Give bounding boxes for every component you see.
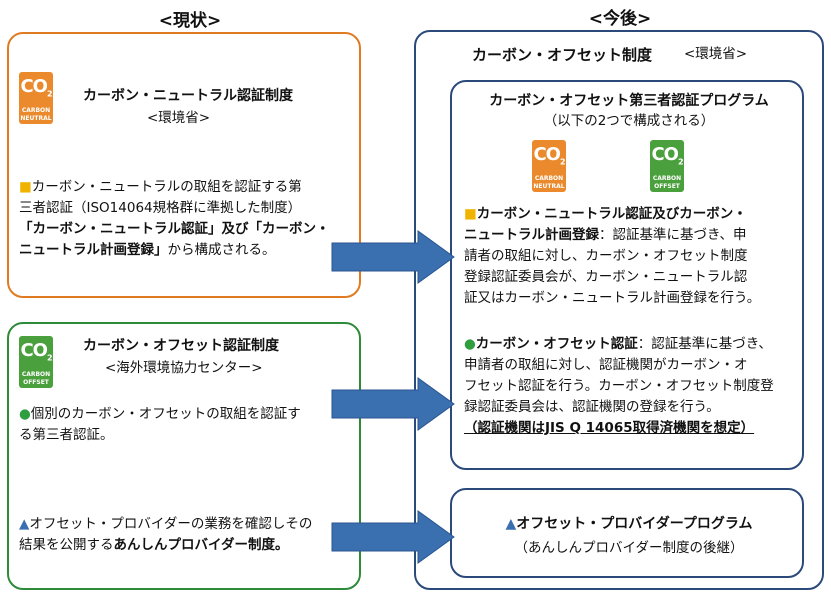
program-title: カーボン・オフセット第三者認証プログラム: [489, 93, 769, 109]
triangle-bullet-icon: ▲: [19, 516, 30, 532]
carbon-offset-logo-icon: CO2 CARBON OFFSET: [650, 140, 684, 192]
third-party-program-box: カーボン・オフセット第三者認証プログラム （以下の2つで構成される） CO2 C…: [450, 80, 804, 470]
arrow-offset-to-program-icon: [331, 377, 455, 431]
square-bullet-icon: ■: [464, 206, 477, 222]
carbon-neutral-title: カーボン・ニュートラル認証制度: [83, 88, 293, 104]
triangle-bullet-icon: ▲: [505, 516, 517, 532]
square-bullet-icon: ■: [19, 179, 32, 195]
program-offset-description: ●カーボン・オフセット認証：認証基準に基づき、 申請者の取組に対し、認証機関がカ…: [464, 336, 774, 436]
carbon-neutral-logo-icon: CO2 CARBON NEUTRAL: [532, 140, 566, 192]
carbon-offset-agency: <海外環境協力センター>: [105, 360, 263, 376]
carbon-offset-description: ●個別のカーボン・オフセットの取組を認証す る第三者認証。: [19, 406, 301, 443]
arrow-neutral-to-program-icon: [331, 230, 455, 284]
offset-provider-program-box: ▲オフセット・プロバイダープログラム （あんしんプロバイダー制度の後継）: [450, 488, 804, 578]
future-title: カーボン・オフセット制度: [472, 46, 653, 64]
carbon-neutral-logo-icon: CO2 CARBON NEUTRAL: [19, 72, 53, 124]
provider-program-subtitle: （あんしんプロバイダー制度の後継）: [514, 540, 744, 556]
program-subtitle: （以下の2つで構成される）: [543, 113, 715, 129]
current-header: <現状>: [158, 11, 222, 31]
provider-description: ▲オフセット・プロバイダーの業務を確認しその 結果を公開するあんしんプロバイダー…: [19, 516, 313, 553]
future-agency: <環境省>: [684, 46, 748, 62]
provider-program-title: ▲オフセット・プロバイダープログラム: [505, 516, 753, 532]
carbon-offset-logo-icon: CO2 CARBON OFFSET: [19, 336, 53, 388]
arrow-provider-to-program-icon: [331, 510, 455, 564]
future-header: <今後>: [588, 9, 652, 29]
program-neutral-description: ■カーボン・ニュートラル認証及びカーボン・ ニュートラル計画登録：認証基準に基づ…: [464, 206, 761, 306]
carbon-offset-box: CO2 CARBON OFFSET カーボン・オフセット認証制度 <海外環境協力…: [7, 322, 361, 590]
carbon-offset-title: カーボン・オフセット認証制度: [83, 338, 279, 354]
circle-bullet-icon: ●: [19, 406, 31, 422]
circle-bullet-icon: ●: [464, 336, 476, 352]
carbon-neutral-agency: <環境省>: [147, 110, 211, 126]
carbon-neutral-box: CO2 CARBON NEUTRAL カーボン・ニュートラル認証制度 <環境省>…: [7, 32, 361, 298]
carbon-neutral-description: ■カーボン・ニュートラルの取組を認証する第 三者認証（ISO14064規格群に準…: [19, 179, 330, 258]
